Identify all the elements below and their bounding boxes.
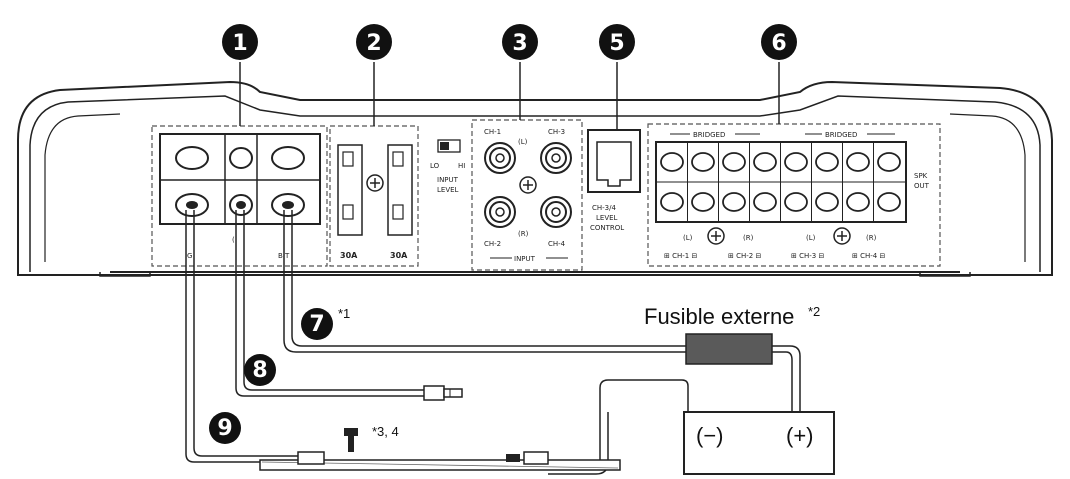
spk-label-l1: (L): [683, 234, 693, 242]
speaker-terminal-screw[interactable]: [846, 152, 870, 172]
fuse-rating-right: 30A: [390, 251, 408, 260]
spk-label-ch3: ⊞ CH-3 ⊟: [791, 252, 824, 260]
rca-label-r: (R): [518, 230, 529, 238]
chassis-ground-icon: [259, 451, 621, 471]
screw-terminal-gnd[interactable]: [175, 146, 209, 217]
spk-label-r1: (R): [743, 234, 754, 242]
bridged-label-2: BRIDGED: [825, 131, 857, 139]
callout-8: 8: [244, 354, 276, 386]
svg-text:7: 7: [309, 312, 324, 337]
screw-terminal-batt[interactable]: [271, 146, 305, 217]
rca-label-input: INPUT: [514, 255, 536, 263]
speaker-terminal-screw[interactable]: [722, 152, 746, 172]
bridged-label-1: BRIDGED: [693, 131, 725, 139]
level-control-line1: CH-3/4: [592, 204, 616, 212]
spk-label-ch4: ⊞ CH-4 ⊟: [852, 252, 885, 260]
speaker-terminal-screw[interactable]: [815, 192, 839, 212]
spk-label-r2: (R): [866, 234, 877, 242]
speaker-terminal-screw[interactable]: [660, 152, 684, 172]
level-control-line3: CONTROL: [590, 224, 624, 232]
input-level-hi: HI: [458, 162, 465, 170]
speaker-terminal-screw[interactable]: [691, 152, 715, 172]
spk-label-ch2: ⊞ CH-2 ⊟: [728, 252, 761, 260]
terminal-label-gnd: G: [187, 252, 192, 260]
speaker-terminal-screw[interactable]: [877, 192, 901, 212]
level-control-line2: LEVEL: [596, 214, 618, 222]
battery-minus-label: (−): [696, 423, 724, 448]
fuse-panel: 30A 30A: [329, 125, 419, 267]
battery: (−) (+): [683, 411, 835, 475]
callout-6: 6: [761, 24, 797, 60]
svg-text:6: 6: [771, 31, 786, 56]
rca-label-ch3: CH-3: [548, 128, 565, 136]
external-fuse-icon: [685, 333, 773, 365]
spk-out-label-1: SPK: [914, 172, 928, 180]
speaker-terminal-screw[interactable]: [660, 192, 684, 212]
ground-footnote: *3, 4: [372, 424, 399, 439]
spk-label-ch1: ⊞ CH-1 ⊟: [664, 252, 697, 260]
speaker-terminal-screw[interactable]: [753, 152, 777, 172]
rca-jack-ch4[interactable]: [540, 196, 572, 228]
power-terminal-panel: G ( B T: [151, 125, 328, 267]
callout-7: 7: [301, 308, 333, 340]
speaker-terminal-block: [660, 142, 901, 222]
input-level-title-1: INPUT: [437, 176, 459, 184]
spk-out-label-2: OUT: [914, 182, 930, 190]
rca-label-l: (L): [518, 138, 528, 146]
ground-bolt-icon: [344, 428, 358, 452]
speaker-output-panel: BRIDGED BRIDGED SPK OUT (L) (R) (L) (R) …: [647, 123, 941, 267]
svg-text:9: 9: [217, 416, 232, 441]
input-level-switch[interactable]: LO HI INPUT LEVEL: [430, 139, 465, 194]
level-control-port[interactable]: CH-3/4 LEVEL CONTROL: [587, 129, 641, 232]
rca-label-ch1: CH-1: [484, 128, 501, 136]
speaker-terminal-screw[interactable]: [784, 192, 808, 212]
screw-icon: [833, 227, 851, 245]
svg-text:5: 5: [609, 31, 624, 56]
speaker-terminal-screw[interactable]: [815, 152, 839, 172]
callout-leaders: [239, 62, 780, 130]
rca-jack-ch2[interactable]: [484, 196, 516, 228]
remote-connector-icon: [423, 385, 463, 401]
battery-plus-label: (+): [786, 423, 814, 448]
rca-jack-ch1[interactable]: [484, 142, 516, 174]
spk-label-l2: (L): [806, 234, 816, 242]
callout-1: 1: [222, 24, 258, 60]
callout-5: 5: [599, 24, 635, 60]
callout-7-footnote: *1: [338, 306, 350, 321]
speaker-terminal-screw[interactable]: [784, 152, 808, 172]
fuse-label: Fusible externe: [644, 304, 794, 329]
fuse-rating-left: 30A: [340, 251, 358, 260]
terminal-label-rem: (: [232, 236, 235, 244]
input-level-title-2: LEVEL: [437, 186, 459, 194]
fuse-footnote: *2: [808, 304, 820, 319]
rca-jack-ch3[interactable]: [540, 142, 572, 174]
speaker-terminal-screw[interactable]: [753, 192, 777, 212]
rca-label-ch4: CH-4: [548, 240, 566, 248]
svg-text:2: 2: [366, 31, 381, 56]
callout-3: 3: [502, 24, 538, 60]
svg-text:8: 8: [252, 358, 267, 383]
screw-icon: [707, 227, 725, 245]
speaker-terminal-screw[interactable]: [722, 192, 746, 212]
svg-text:3: 3: [512, 31, 527, 56]
screw-icon: [519, 176, 537, 194]
rca-input-panel: CH-1 CH-3 (L) (R) CH-2 CH: [471, 119, 583, 271]
svg-text:1: 1: [232, 31, 247, 56]
callout-9: 9: [209, 412, 241, 444]
speaker-terminal-screw[interactable]: [691, 192, 715, 212]
amplifier-body: [17, 80, 1053, 277]
speaker-terminal-screw[interactable]: [877, 152, 901, 172]
rca-label-ch2: CH-2: [484, 240, 501, 248]
speaker-terminal-screw[interactable]: [846, 192, 870, 212]
callout-2: 2: [356, 24, 392, 60]
input-level-lo: LO: [430, 162, 440, 170]
